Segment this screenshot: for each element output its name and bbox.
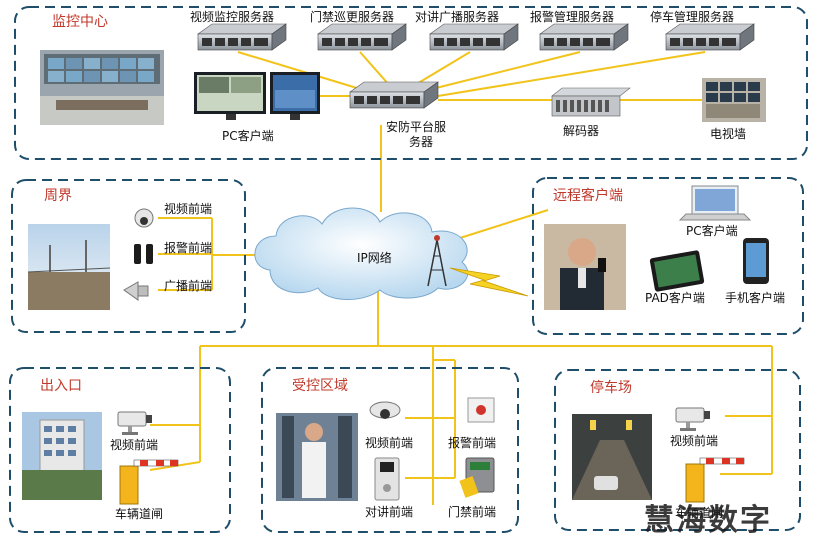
perimeter-broadcast-label: 广播前端 [164, 278, 212, 293]
platform-server-label-line1: 安防平台服 [386, 119, 446, 134]
perimeter-border [11, 179, 246, 333]
security-platform-server-icon [349, 81, 439, 109]
server-label-access: 门禁巡更服务器 [310, 9, 394, 24]
lightning-bolt-icon [449, 267, 529, 297]
entrance-section: 出入口 视频前端 车辆道闸 [9, 367, 231, 533]
laptop-icon [678, 185, 752, 221]
tablet-icon [649, 250, 705, 292]
perimeter-title: 周界 [44, 188, 72, 204]
controlled-intercom-label: 对讲前端 [365, 504, 413, 519]
server-label-intercom: 对讲广播服务器 [415, 9, 499, 24]
tv-wall-label: 电视墙 [710, 126, 746, 141]
ip-network-cloud: IP网络 [254, 207, 529, 301]
perimeter-fence-photo [27, 224, 111, 310]
access-patrol-server-icon [317, 23, 407, 51]
controlled-video-label: 视频前端 [365, 435, 413, 450]
server-label-video: 视频监控服务器 [190, 9, 274, 24]
entrance-title: 出入口 [40, 378, 82, 394]
connection-wires [149, 51, 773, 505]
remote-client-section: 远程客户端 PC客户端 PAD客户端 手机客户端 [532, 177, 804, 335]
perimeter-video-label: 视频前端 [164, 201, 212, 216]
controlled-alarm-label: 报警前端 [448, 435, 496, 450]
controlled-area-title: 受控区域 [292, 378, 348, 394]
access-reader-icon [459, 457, 495, 498]
pc-client-label: PC客户端 [222, 128, 274, 143]
remote-client-title: 远程客户端 [553, 187, 623, 204]
parking-management-server-icon [665, 23, 755, 51]
control-room-photo [40, 50, 164, 125]
perimeter-section: 周界 视频前端 报警前端 广播前端 [11, 179, 246, 333]
remote-pc-label: PC客户端 [686, 223, 738, 238]
dome-camera-icon [134, 208, 154, 228]
monitor-center-section: 监控中心 PC客户端 [14, 6, 808, 160]
parking-lot-photo [572, 414, 652, 500]
businessman-phone-photo [544, 224, 626, 310]
parking-video-label: 视频前端 [670, 433, 718, 448]
parking-barrier-gate-icon [685, 457, 745, 503]
parking-section: 停车场 视频前端 车辆道闸 [554, 369, 801, 531]
parking-gate-label: 车辆道闸 [675, 505, 723, 520]
monitor-center-title: 监控中心 [52, 14, 108, 30]
tv-wall-icon [702, 78, 766, 122]
smartphone-icon [743, 238, 769, 284]
decoder-icon [551, 87, 631, 117]
remote-pad-label: PAD客户端 [645, 290, 705, 305]
pc-client-monitors [194, 72, 320, 120]
controlled-access-label: 门禁前端 [448, 504, 496, 519]
antenna-tower-icon [427, 235, 447, 287]
controlled-area-section: 受控区域 视频前端 报警前端 对讲前端 门禁前端 [261, 367, 519, 533]
parking-border [554, 369, 801, 531]
entrance-border [9, 367, 231, 533]
parking-title: 停车场 [590, 379, 632, 396]
controlled-area-border [261, 367, 519, 533]
server-label-parking: 停车管理服务器 [650, 9, 734, 24]
alarm-button-icon [467, 397, 495, 423]
entrance-video-label: 视频前端 [110, 437, 158, 452]
video-surveillance-server-icon [197, 23, 287, 51]
entrance-gate-label: 车辆道闸 [115, 506, 163, 521]
remote-client-border [532, 177, 804, 335]
server-label-alarm: 报警管理服务器 [530, 9, 614, 24]
alarm-management-server-icon [539, 23, 629, 51]
perimeter-alarm-label: 报警前端 [164, 240, 212, 255]
controlled-dome-camera-icon [369, 401, 401, 419]
building-photo [22, 412, 102, 500]
loudspeaker-icon [123, 281, 149, 301]
remote-phone-label: 手机客户端 [725, 290, 785, 305]
decoder-label: 解码器 [563, 124, 599, 138]
infrared-alarm-icon [134, 244, 153, 264]
ip-network-label: IP网络 [357, 250, 392, 265]
server-room-photo [276, 413, 358, 501]
intercom-broadcast-server-icon [429, 23, 519, 51]
monitor-center-border [14, 6, 808, 160]
platform-server-label-line2: 务器 [409, 134, 433, 149]
entrance-camera-icon [117, 411, 153, 436]
parking-camera-icon [675, 407, 711, 432]
watermark-logo: 慧海数字 [644, 503, 772, 538]
intercom-panel-icon [374, 457, 400, 501]
